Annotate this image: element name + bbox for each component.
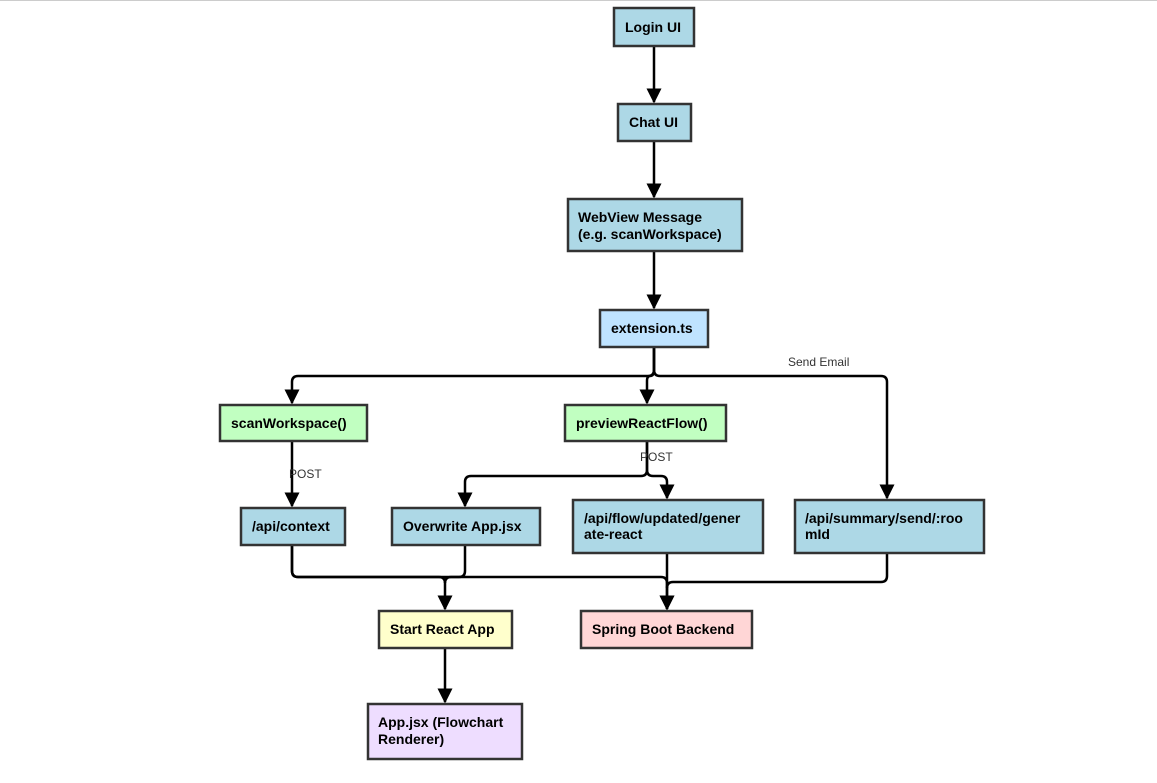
svg-text:ate-react: ate-react xyxy=(584,526,643,542)
edge-overwrite-start xyxy=(443,545,467,584)
node-extension-ts[interactable]: extension.ts xyxy=(598,308,710,349)
svg-text:Start React App: Start React App xyxy=(390,621,495,637)
node-api-summary-send[interactable]: /api/summary/send/:roo mId xyxy=(793,498,986,555)
svg-text:previewReactFlow(): previewReactFlow() xyxy=(576,415,707,431)
node-start-react-app[interactable]: Start React App xyxy=(377,609,514,650)
svg-text:/api/summary/send/:roo: /api/summary/send/:roo xyxy=(805,510,963,526)
node-api-flow-generate-react[interactable]: /api/flow/updated/gener ate-react xyxy=(571,498,765,555)
node-scan-workspace[interactable]: scanWorkspace() xyxy=(218,403,369,443)
edge-label-post: POST xyxy=(640,450,673,464)
node-preview-react-flow[interactable]: previewReactFlow() xyxy=(563,403,728,443)
edge-label-send-email: Send Email xyxy=(788,355,849,369)
node-chat-ui[interactable]: Chat UI xyxy=(616,102,693,143)
edge-extension-summary xyxy=(652,347,895,500)
edge-summary-spring xyxy=(665,553,889,589)
svg-text:WebView Message: WebView Message xyxy=(578,209,702,225)
edge-preview-flow xyxy=(645,441,675,500)
node-overwrite-app-jsx[interactable]: Overwrite App.jsx xyxy=(390,506,542,547)
svg-text:Login UI: Login UI xyxy=(625,19,681,35)
svg-text:Overwrite App.jsx: Overwrite App.jsx xyxy=(403,518,522,534)
svg-text:App.jsx (Flowchart: App.jsx (Flowchart xyxy=(378,714,504,730)
edge-preview-overwrite xyxy=(457,441,649,508)
svg-text:mId: mId xyxy=(805,526,830,542)
svg-text:(e.g. scanWorkspace): (e.g. scanWorkspace) xyxy=(578,226,722,242)
svg-text:Spring Boot Backend: Spring Boot Backend xyxy=(592,621,734,637)
svg-text:/api/context: /api/context xyxy=(252,518,330,534)
node-api-context[interactable]: /api/context xyxy=(239,506,347,547)
node-webview-message[interactable]: WebView Message (e.g. scanWorkspace) xyxy=(566,197,744,253)
node-app-jsx-renderer[interactable]: App.jsx (Flowchart Renderer) xyxy=(366,702,524,761)
edge-extension-scan xyxy=(284,347,656,405)
svg-text:scanWorkspace(): scanWorkspace() xyxy=(231,415,347,431)
edge-context-spring xyxy=(290,545,675,611)
node-login-ui[interactable]: Login UI xyxy=(612,6,696,48)
svg-text:Chat UI: Chat UI xyxy=(629,114,678,130)
svg-text:extension.ts: extension.ts xyxy=(611,320,693,336)
svg-text:Renderer): Renderer) xyxy=(378,731,444,747)
edges xyxy=(284,46,895,704)
edge-label-post: POST xyxy=(289,467,322,481)
svg-text:/api/flow/updated/gener: /api/flow/updated/gener xyxy=(584,510,741,526)
node-spring-boot-backend[interactable]: Spring Boot Backend xyxy=(579,609,754,650)
